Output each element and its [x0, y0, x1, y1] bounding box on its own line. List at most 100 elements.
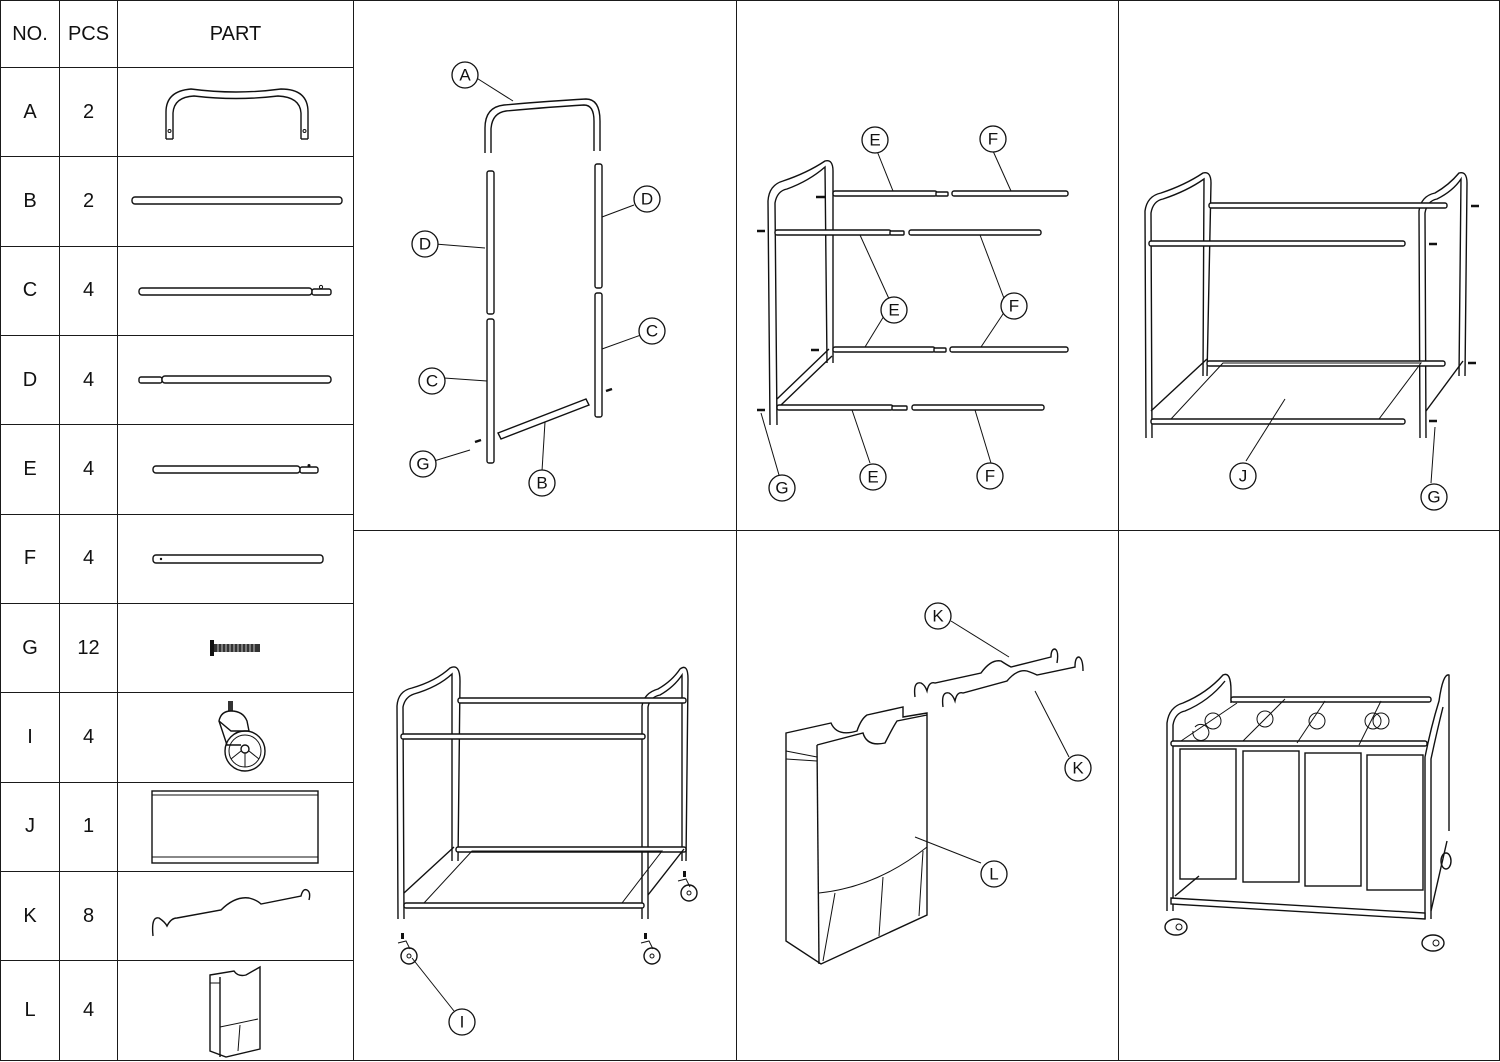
- caster-wheel-icon: [397, 933, 418, 965]
- step-1-diagram: A D D C C G B: [409, 61, 666, 497]
- part-image: [117, 513, 354, 604]
- header-no: NO.: [0, 0, 60, 68]
- callout-F: F: [1000, 292, 1028, 320]
- step-6-panel: [1118, 530, 1500, 1061]
- part-qty: 4: [59, 245, 118, 336]
- tube-with-insert-end-icon: [137, 375, 332, 384]
- part-image: [117, 781, 354, 872]
- svg-text:L: L: [989, 865, 998, 884]
- part-qty: 1: [59, 781, 118, 872]
- part-qty: 4: [59, 692, 118, 783]
- part-qty: 4: [59, 513, 118, 604]
- callout-E: E: [880, 296, 908, 324]
- step-3-diagram: J G: [1144, 172, 1479, 511]
- step-2-panel: E F E F G E F: [736, 0, 1119, 531]
- table-row: A 2: [0, 66, 354, 158]
- part-no: G: [0, 602, 60, 694]
- table-row: K 8: [0, 870, 354, 962]
- callout-J: J: [1229, 462, 1257, 490]
- part-qty: 2: [59, 66, 118, 158]
- table-row: F 4: [0, 513, 354, 604]
- part-image: [117, 66, 354, 158]
- part-no: D: [0, 334, 60, 426]
- short-tube-with-pin-end-icon: [151, 464, 319, 475]
- table-row: I 4: [0, 692, 354, 783]
- callout-B: B: [528, 469, 556, 497]
- part-no: A: [0, 66, 60, 158]
- tube-with-pin-end-icon: [137, 284, 332, 296]
- svg-text:F: F: [985, 467, 995, 486]
- callout-D: D: [633, 185, 661, 213]
- svg-text:F: F: [1009, 297, 1019, 316]
- table-row: L 4: [0, 960, 354, 1061]
- part-no: F: [0, 513, 60, 604]
- part-image: [117, 692, 354, 783]
- caster-wheel-icon: [677, 871, 698, 902]
- parts-list-table: NO. PCS PART A 2 B 2: [0, 0, 354, 1061]
- callout-I: I: [448, 1008, 476, 1036]
- callout-K: K: [924, 602, 952, 630]
- svg-text:B: B: [536, 474, 547, 493]
- step-3-panel: J G: [1118, 0, 1500, 531]
- callout-G: G: [1420, 483, 1448, 511]
- part-qty: 2: [59, 156, 118, 247]
- svg-text:E: E: [888, 301, 899, 320]
- svg-text:J: J: [1239, 467, 1248, 486]
- callout-D: D: [411, 230, 439, 258]
- part-qty: 4: [59, 424, 118, 515]
- part-image: [117, 960, 354, 1061]
- screw-icon: [209, 640, 260, 657]
- caster-wheel-icon: [1421, 934, 1445, 952]
- callout-G: G: [409, 450, 437, 478]
- part-qty: 4: [59, 334, 118, 426]
- svg-text:D: D: [641, 190, 653, 209]
- step-1-panel: A D D C C G B: [353, 0, 737, 531]
- svg-text:D: D: [419, 235, 431, 254]
- svg-text:C: C: [646, 322, 658, 341]
- svg-text:G: G: [775, 479, 788, 498]
- callout-C: C: [638, 317, 666, 345]
- step-2-diagram: E F E F G E F: [757, 125, 1069, 502]
- callout-E: E: [861, 126, 889, 154]
- caster-wheel-icon: [1164, 918, 1188, 936]
- caster-wheel-icon: [640, 933, 661, 965]
- step-6-final-assembly-diagram: [1164, 673, 1452, 952]
- header-pcs: PCS: [59, 0, 118, 68]
- callout-G: G: [768, 474, 796, 502]
- callout-L: L: [980, 860, 1008, 888]
- part-image: [117, 334, 354, 426]
- short-tube-icon: [151, 554, 324, 564]
- part-no: K: [0, 870, 60, 962]
- part-no: B: [0, 156, 60, 247]
- part-no: C: [0, 245, 60, 336]
- part-image: [117, 156, 354, 247]
- svg-text:G: G: [1427, 488, 1440, 507]
- svg-text:F: F: [988, 130, 998, 149]
- part-image: [117, 602, 354, 694]
- caster-wheel-icon: [1440, 852, 1452, 870]
- svg-text:K: K: [932, 607, 944, 626]
- svg-text:E: E: [867, 468, 878, 487]
- bottom-panel-icon: [150, 790, 319, 864]
- part-image: [117, 245, 354, 336]
- svg-text:I: I: [460, 1013, 465, 1032]
- callout-F: F: [976, 462, 1004, 490]
- fabric-bag-icon: [208, 965, 261, 1058]
- part-image: [117, 424, 354, 515]
- svg-text:C: C: [426, 372, 438, 391]
- part-qty: 12: [59, 602, 118, 694]
- part-no: E: [0, 424, 60, 515]
- part-no: I: [0, 692, 60, 783]
- table-row: E 4: [0, 424, 354, 515]
- u-shaped-handle-tube-icon: [164, 88, 309, 140]
- svg-text:E: E: [869, 131, 880, 150]
- header-part: PART: [117, 0, 354, 68]
- table-row: C 4: [0, 245, 354, 336]
- straight-tube-icon: [130, 196, 343, 206]
- step-5-panel: K K L: [736, 530, 1119, 1061]
- part-no: J: [0, 781, 60, 872]
- callout-A: A: [451, 61, 479, 89]
- callout-C: C: [418, 367, 446, 395]
- step-4-panel: I: [353, 530, 737, 1061]
